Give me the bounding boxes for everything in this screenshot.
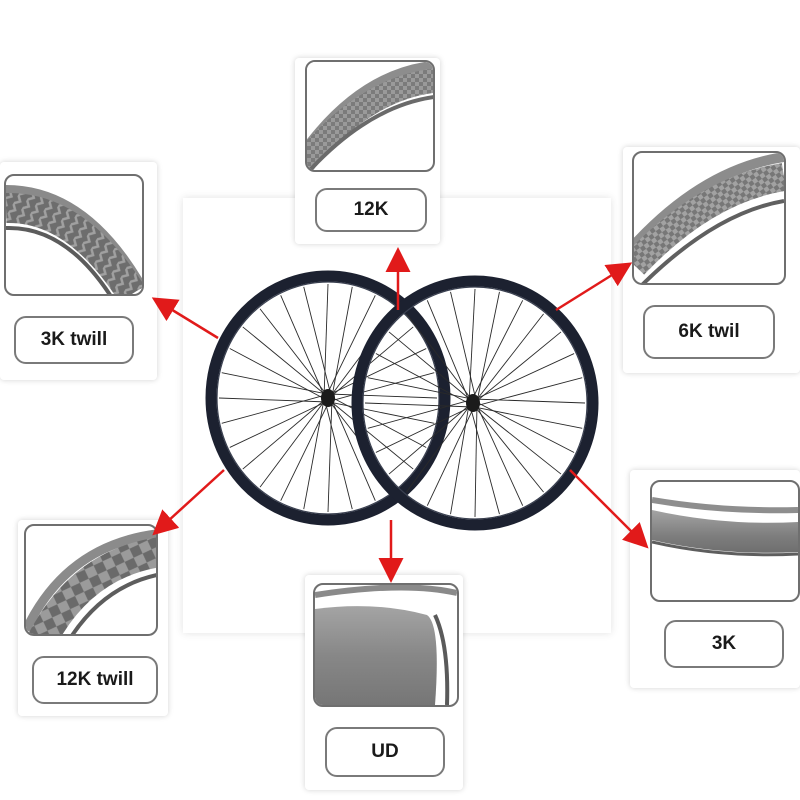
spoke	[326, 372, 435, 403]
rim-sample-12k-twill-icon	[26, 529, 156, 634]
spoke	[323, 397, 353, 510]
spoke	[474, 353, 575, 400]
spoke	[323, 283, 329, 399]
rim-inner-edge	[216, 281, 440, 515]
label-6k-twil: 6K twil	[643, 305, 775, 359]
hub	[321, 389, 335, 407]
spoke	[331, 286, 353, 398]
spoke	[472, 398, 586, 404]
spoke	[242, 326, 326, 396]
material-card-3k-twill: 3K twill	[0, 162, 157, 380]
spoke	[426, 300, 470, 402]
rim-sample-3k-twill-icon	[6, 185, 142, 294]
spoke	[367, 398, 475, 429]
label-ud: UD	[325, 727, 445, 777]
spoke	[450, 403, 470, 515]
rim-sample-3k-icon	[652, 497, 798, 557]
wheelset-panel	[183, 198, 611, 633]
spoke	[327, 397, 333, 513]
spoke	[471, 377, 583, 408]
spoke	[329, 348, 427, 395]
spoke	[326, 393, 427, 448]
swatch-ud	[313, 583, 459, 707]
rim-sample-ud-icon	[315, 585, 457, 705]
label-3k: 3K	[664, 620, 784, 668]
spoke	[331, 399, 376, 501]
rim-inner-edge	[362, 286, 588, 520]
spoke	[364, 402, 474, 408]
spoke	[388, 331, 471, 401]
material-card-12k: 12K	[295, 58, 440, 244]
material-card-ud: UD	[305, 575, 463, 790]
spoke	[468, 288, 476, 404]
spoke	[323, 295, 376, 400]
spoke	[229, 348, 330, 403]
hub	[466, 394, 480, 412]
swatch-12k	[305, 60, 435, 172]
spoke	[303, 286, 333, 399]
spoke	[469, 400, 544, 493]
spoke	[476, 404, 524, 506]
spoke	[280, 295, 325, 397]
material-card-12k-twill: 12K twill	[18, 520, 168, 716]
wheelset-image	[205, 270, 599, 531]
spoke	[426, 401, 478, 506]
swatch-3k	[650, 480, 800, 602]
spoke	[375, 353, 475, 408]
rim	[351, 275, 599, 531]
label-12k: 12K	[315, 188, 427, 232]
spoke	[221, 393, 330, 424]
swatch-3k-twill	[4, 174, 144, 296]
swatch-12k-twill	[24, 524, 158, 636]
spoke	[475, 313, 544, 401]
spoke	[242, 394, 331, 470]
swatch-6k-twil	[632, 151, 786, 285]
spoke	[327, 393, 438, 399]
rim-sample-6k-twil-icon	[634, 153, 784, 283]
rim-sample-12k-icon	[307, 62, 433, 170]
spoke	[259, 400, 326, 488]
spoke	[229, 401, 327, 448]
spoke	[280, 396, 333, 501]
rim	[205, 270, 451, 526]
spoke	[303, 398, 325, 510]
left-wheel	[205, 270, 451, 526]
spoke	[475, 405, 562, 475]
spoke	[470, 331, 562, 407]
spoke	[388, 399, 476, 475]
spoke	[218, 397, 329, 403]
spoke	[468, 401, 500, 515]
label-3k-twill: 3K twill	[14, 316, 134, 364]
spoke	[474, 402, 478, 518]
spoke	[406, 405, 471, 493]
label-12k-twill: 12K twill	[32, 656, 158, 704]
spoke	[476, 291, 500, 403]
spoke	[471, 398, 575, 453]
spoke	[468, 300, 524, 405]
spoke	[450, 291, 478, 404]
material-card-6k-twil: 6K twil	[623, 147, 800, 373]
spoke	[375, 406, 472, 453]
material-card-3k: 3K	[630, 470, 800, 688]
right-wheel	[351, 275, 599, 531]
spoke	[330, 400, 414, 470]
